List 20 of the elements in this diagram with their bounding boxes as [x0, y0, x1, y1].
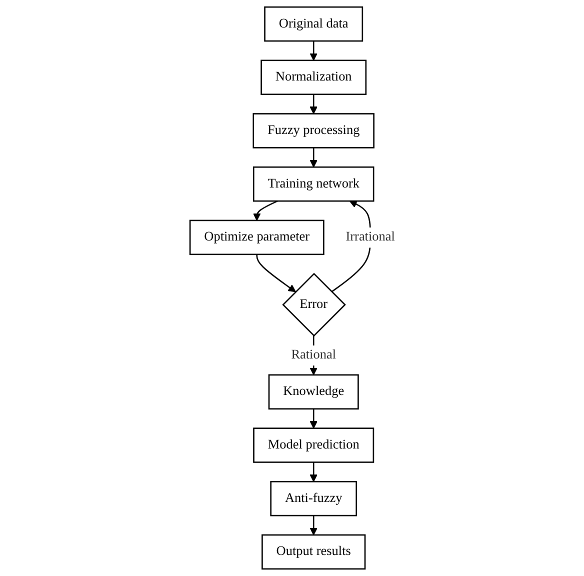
- node-box: Training network: [252, 166, 374, 202]
- arrow: [309, 94, 317, 114]
- arrow: [309, 462, 317, 482]
- node-box: Original data: [264, 6, 363, 42]
- node-box: Output results: [261, 534, 366, 570]
- node-box: Model prediction: [252, 428, 374, 463]
- arrow: [309, 516, 317, 536]
- arrow: [309, 148, 317, 168]
- node-box: Fuzzy processing: [252, 113, 374, 148]
- node-box: Normalization: [260, 60, 366, 96]
- edge-label: Rational: [290, 348, 336, 362]
- node-diamond: Error: [282, 272, 346, 337]
- arrow: [309, 408, 317, 429]
- edge-label: Irrational: [345, 230, 394, 244]
- arrow: [309, 41, 317, 61]
- node-box: Anti-fuzzy: [270, 480, 357, 516]
- arrow: [252, 200, 278, 221]
- node-box: Optimize parameter: [188, 220, 324, 256]
- node-box: Knowledge: [268, 374, 358, 410]
- arrow: [256, 254, 296, 292]
